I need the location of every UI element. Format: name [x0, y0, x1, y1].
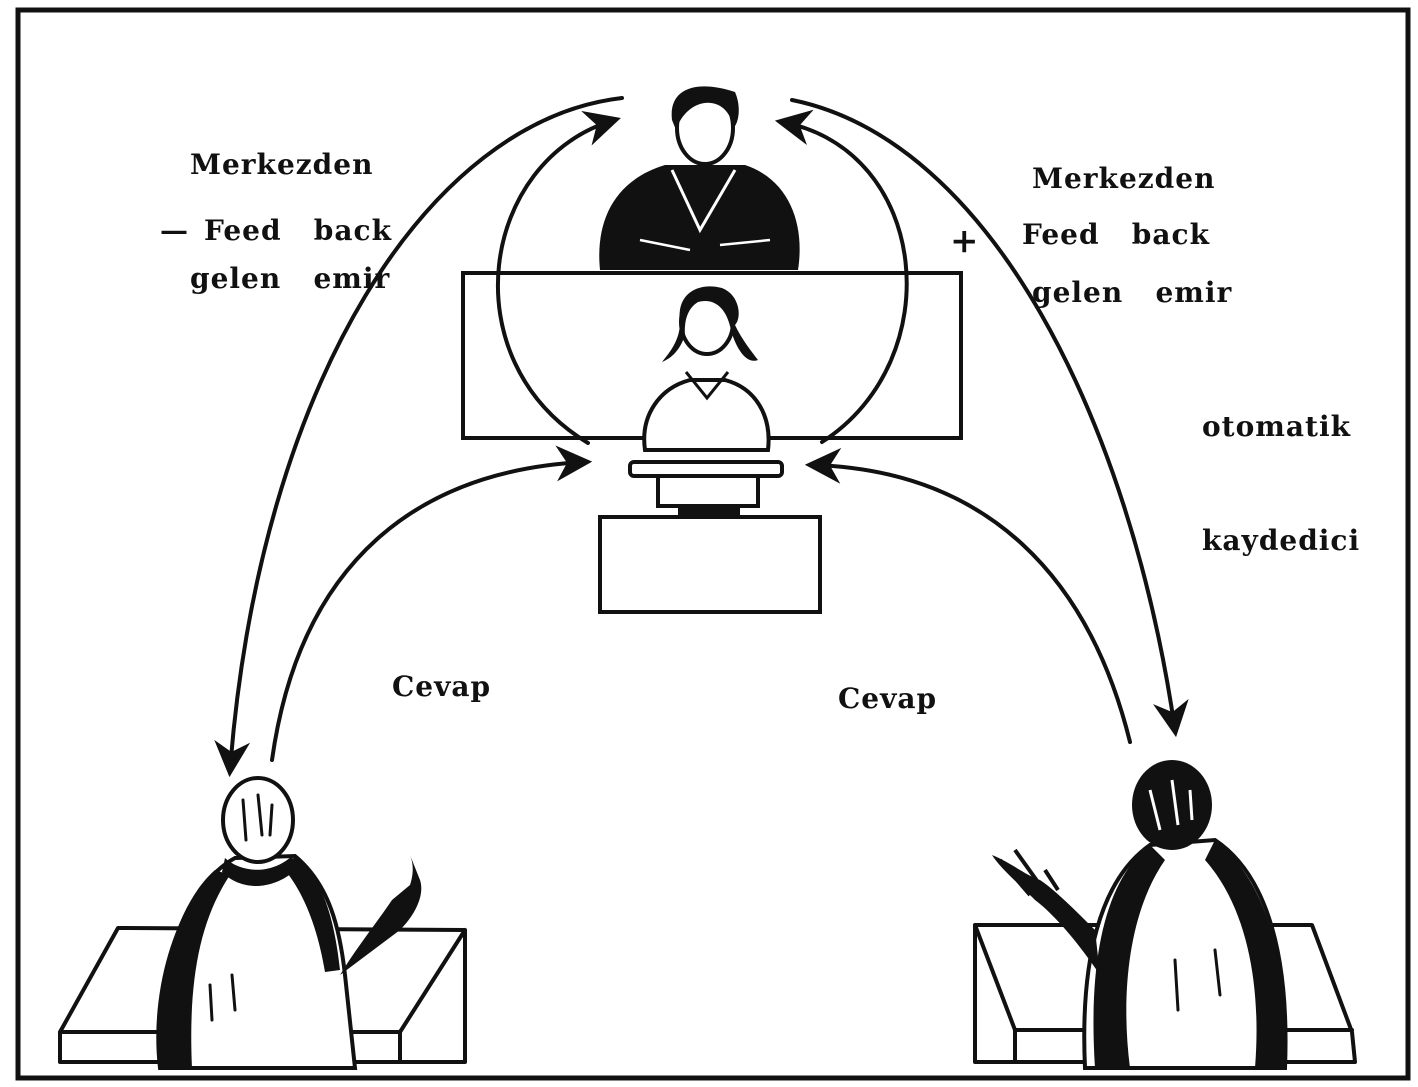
right-order-label: Merkezden gelen emir — [1032, 84, 1232, 350]
diagram-frame — [15, 7, 1411, 1081]
answer-arrow-left — [270, 445, 593, 762]
recorder-label: otomatik kaydedici — [1202, 332, 1360, 598]
right-answer-label: Cevap — [838, 682, 938, 715]
right-order-line-1: Merkezden — [1032, 162, 1216, 195]
typewriter-icon — [628, 460, 784, 518]
right-feedback-label: Feed back — [1022, 218, 1210, 251]
left-feedback-sign: — — [160, 214, 189, 247]
operator-desk — [598, 515, 822, 614]
left-order-label: Merkezden gelen emir — [190, 70, 390, 336]
left-order-line-1: Merkezden — [190, 148, 374, 181]
feedback-arrow-right — [774, 109, 909, 444]
left-person-icon — [58, 776, 467, 1070]
central-person-icon — [599, 86, 800, 270]
right-person-icon — [973, 760, 1357, 1070]
feedback-arrow-left — [496, 111, 621, 445]
left-feedback-label: Feed back — [204, 214, 392, 247]
left-answer-label: Cevap — [392, 670, 492, 703]
answer-arrow-right — [804, 447, 1132, 744]
recorder-line-2: kaydedici — [1202, 524, 1361, 557]
right-feedback-sign: + — [950, 221, 980, 261]
order-arrow-right — [790, 98, 1189, 738]
right-order-line-2: gelen emir — [1032, 276, 1233, 309]
recorder-line-1: otomatik — [1202, 410, 1352, 443]
operator-person-icon — [642, 286, 771, 452]
left-order-line-2: gelen emir — [190, 262, 391, 295]
order-arrow-left — [214, 96, 624, 778]
